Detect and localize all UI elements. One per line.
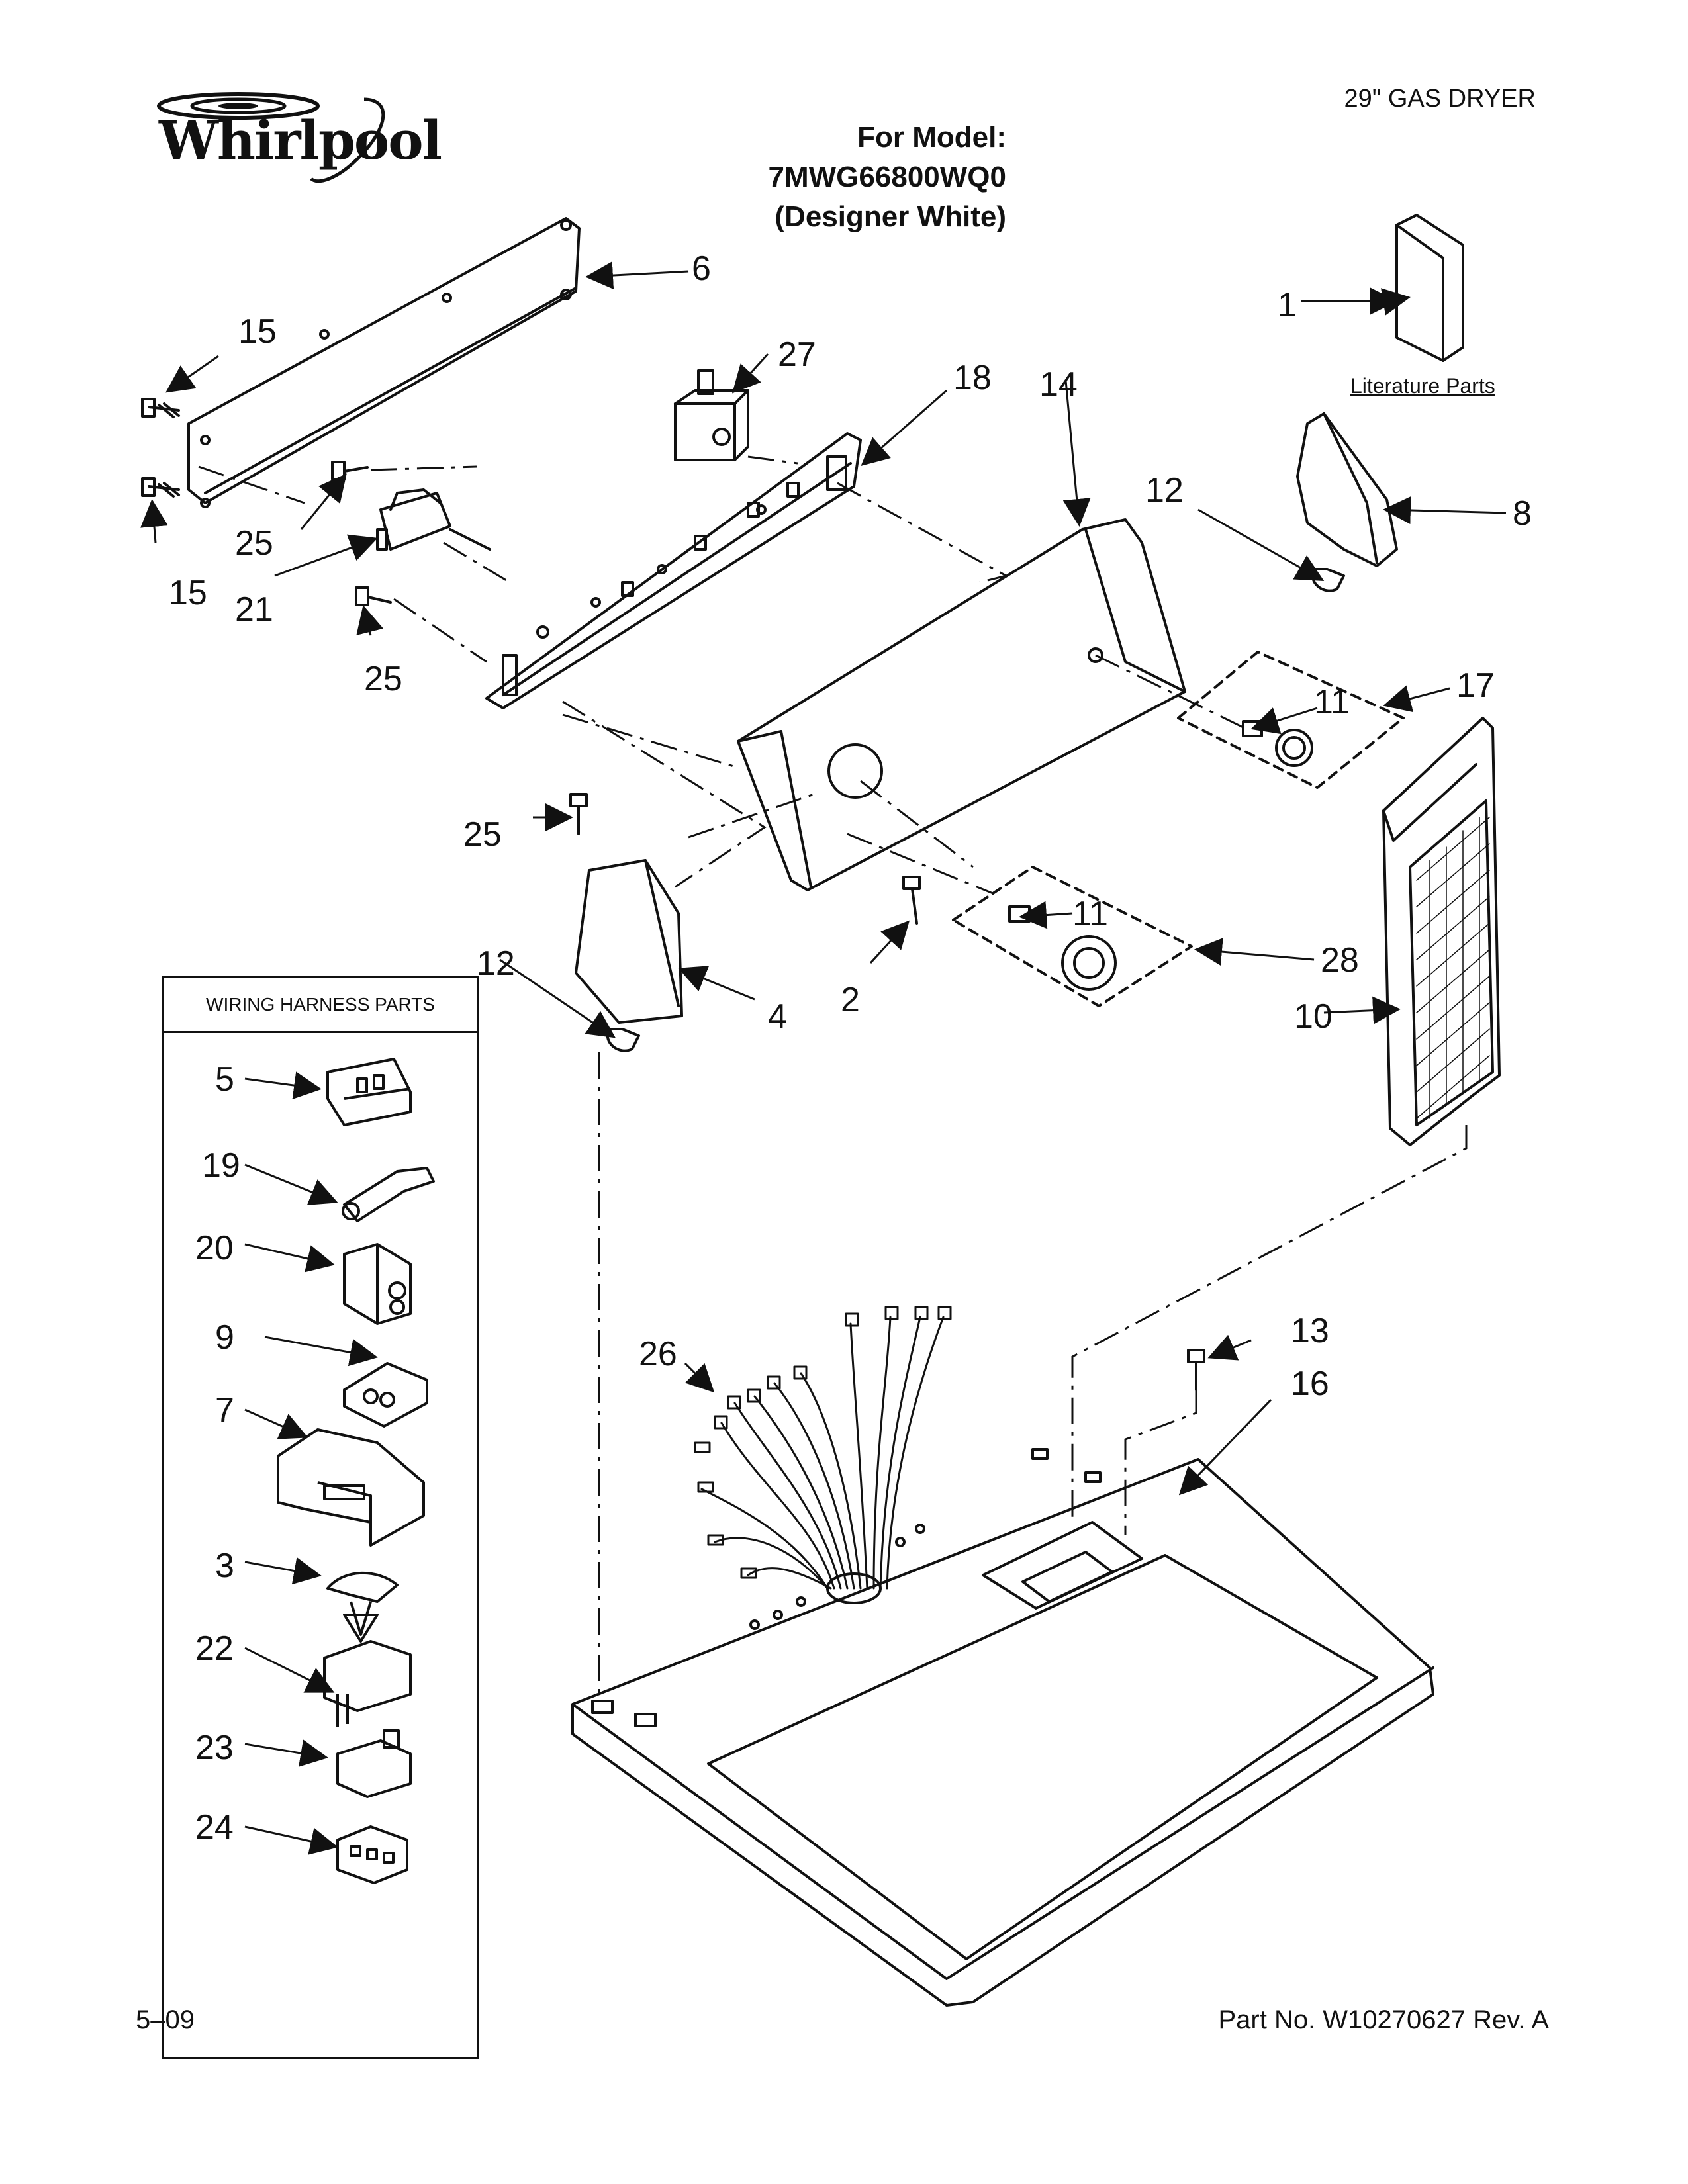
part-28-knob-group — [952, 866, 1193, 1007]
callout-17: 17 — [1456, 666, 1495, 705]
part-6-bracket — [187, 217, 581, 508]
part-12-clip-b — [606, 1028, 640, 1052]
part-8-bracket — [1296, 412, 1398, 567]
part-16-top-panel — [571, 1448, 1434, 2007]
screw-15-bottom — [141, 477, 180, 498]
color-line: (Designer White) — [774, 201, 1006, 233]
lint-screen-mesh — [1416, 817, 1490, 1119]
callout-21: 21 — [235, 590, 273, 629]
callout-13: 13 — [1291, 1312, 1329, 1350]
part-18-console-bracket — [485, 432, 862, 709]
part-12-clip-a — [1311, 568, 1345, 592]
screw-25-c — [569, 793, 588, 835]
footer-part-number: Part No. W10270627 Rev. A — [1218, 2005, 1549, 2034]
callout-14: 14 — [1039, 365, 1078, 404]
screw-25-b — [355, 586, 392, 606]
callout-11-top: 11 — [1314, 683, 1350, 721]
callout-25-a: 25 — [235, 524, 273, 563]
part-9-connector — [343, 1362, 428, 1428]
part-1-literature — [1395, 214, 1464, 362]
callout-25-c: 25 — [463, 815, 502, 854]
callout-19: 19 — [202, 1146, 240, 1185]
callout-9: 9 — [215, 1318, 234, 1357]
part-26-harness — [700, 1316, 945, 1590]
part-19-terminal — [342, 1167, 435, 1222]
callout-15-top: 15 — [238, 312, 277, 351]
callout-23: 23 — [195, 1729, 234, 1767]
wiring-harness-box: WIRING HARNESS PARTS — [162, 976, 479, 2059]
wiring-harness-title: WIRING HARNESS PARTS — [164, 978, 477, 1033]
part-10-lint-screen — [1382, 717, 1501, 1146]
callout-24: 24 — [195, 1808, 234, 1846]
model-line: For Model: 7MWG66800WQ0 — [768, 121, 1006, 193]
callout-12-top: 12 — [1145, 471, 1184, 510]
part-14-console — [737, 518, 1186, 891]
callout-22: 22 — [195, 1629, 234, 1668]
footer-date: 5–09 — [136, 2005, 195, 2034]
callout-6: 6 — [692, 250, 711, 288]
part-20-housing — [343, 1243, 412, 1325]
part-23-housing — [336, 1729, 412, 1798]
callout-12-bottom: 12 — [477, 944, 515, 983]
callout-2: 2 — [841, 981, 860, 1019]
callout-3: 3 — [215, 1547, 234, 1585]
callout-1: 1 — [1278, 286, 1297, 324]
product-title: 29" GAS DRYER — [1344, 85, 1536, 113]
callout-26: 26 — [639, 1335, 677, 1373]
literature-parts-label: Literature Parts — [1350, 374, 1495, 398]
callout-28: 28 — [1321, 941, 1359, 979]
logo-swirl-icon — [157, 92, 385, 183]
brand-name: Whirlpool — [159, 109, 442, 171]
part-27-switch — [674, 369, 749, 461]
part-3-clip — [326, 1571, 399, 1643]
part-21-control — [376, 488, 491, 551]
screw-25-a — [331, 461, 369, 480]
whirlpool-logo: Whirlpool — [146, 86, 442, 192]
callout-25-b: 25 — [364, 660, 402, 698]
part-5-connector — [326, 1058, 412, 1126]
part-17-knob-group — [1177, 651, 1405, 789]
callout-15-bottom: 15 — [169, 574, 207, 612]
callout-16: 16 — [1291, 1365, 1329, 1403]
callout-20: 20 — [195, 1229, 234, 1267]
part-7-block — [277, 1428, 425, 1547]
part-4-endcap — [575, 859, 683, 1024]
part-11-knob-a — [1242, 720, 1313, 767]
callout-10: 10 — [1294, 997, 1333, 1036]
harness-connectors — [694, 1306, 952, 1579]
screw-15-top — [141, 398, 180, 418]
part-13-screw — [1187, 1349, 1205, 1391]
callout-5: 5 — [215, 1060, 234, 1099]
callout-7: 7 — [215, 1391, 234, 1430]
callout-11-bottom: 11 — [1072, 895, 1108, 933]
part-2-screw — [902, 876, 921, 925]
callout-4: 4 — [768, 997, 787, 1036]
part-22-housing — [323, 1640, 412, 1727]
model-block: For Model: 7MWG66800WQ0 (Designer White) — [662, 118, 1006, 237]
callout-18: 18 — [953, 359, 992, 397]
part-24-connector — [336, 1825, 408, 1884]
callout-8: 8 — [1513, 494, 1532, 533]
callout-27: 27 — [778, 336, 816, 374]
